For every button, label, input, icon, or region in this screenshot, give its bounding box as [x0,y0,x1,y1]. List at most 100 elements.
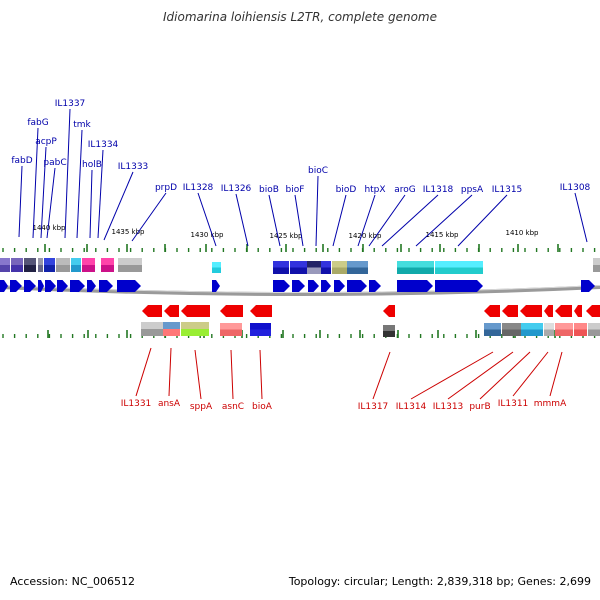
forward-label-leader [457,194,508,247]
forward-gene-arrow [581,280,595,292]
forward-feature-box [38,258,43,265]
reverse-feature-box [502,329,521,336]
backbone-highlight [0,285,600,293]
forward-feature-box [212,267,221,273]
forward-feature-box [0,265,10,272]
forward-gene-arrow [70,280,85,292]
forward-label-leader [89,169,93,239]
forward-gene-arrow [38,280,44,292]
reverse-gene-arrow [181,305,210,317]
reverse-feature-box [141,322,163,329]
reverse-label-leader [194,349,202,400]
reverse-label-leader [549,351,563,397]
forward-label-leader [76,129,83,239]
forward-gene-arrow [292,280,305,292]
gene-label-mmma: mmmA [534,399,567,409]
gene-label-biod: bioD [336,185,357,195]
reverse-feature-box [574,323,587,330]
forward-label-leader [103,171,134,241]
reverse-label-leader [372,351,391,400]
forward-gene-arrows [0,280,595,292]
forward-feature-box [56,265,70,272]
forward-gene-arrow [273,280,290,292]
gene-label-fabd: fabD [11,156,32,166]
forward-gene-arrow [397,280,433,292]
forward-feature-box [593,265,600,272]
reverse-feature-box [544,323,554,330]
reverse-gene-arrow [520,305,542,317]
forward-feature-box [397,267,434,274]
forward-label-leader [268,194,281,247]
genome-info-label: Topology: circular; Length: 2,839,318 bp… [288,575,591,588]
forward-feature-box [290,267,307,274]
forward-gene-arrow [57,280,68,292]
page-title: Idiomarina loihiensis L2TR, complete gen… [162,10,437,24]
gene-label-il1311: IL1311 [498,399,529,409]
reverse-feature-box [484,323,501,330]
reverse-feature-box [163,329,180,336]
gene-label-il1315: IL1315 [492,185,523,195]
reverse-gene-arrow [555,305,572,317]
forward-feature-box [44,258,55,265]
forward-gene-arrow [308,280,319,292]
reverse-feature-box [181,329,209,336]
reverse-feature-box [250,329,271,336]
forward-feature-box [290,261,307,268]
forward-feature-box [347,261,368,268]
forward-feature-box [435,267,483,274]
forward-label-leader [64,108,71,239]
forward-feature-box [101,265,114,272]
reverse-feature-box [383,331,395,337]
forward-label-leader [131,192,167,242]
reverse-feature-box [250,323,271,330]
tick-label: 1425 kbp [270,232,304,240]
reverse-label-leader [230,349,234,400]
forward-label-leader [197,192,217,247]
forward-label-leader [294,194,304,247]
reverse-feature-box [484,329,501,336]
reverse-gene-arrow [250,305,272,317]
forward-feature-box [212,262,221,268]
reverse-feature-box [181,322,209,329]
forward-gene-arrow [99,280,113,292]
forward-feature-box [24,258,36,265]
gene-label-il1326: IL1326 [221,184,252,194]
reverse-feature-box [383,325,395,331]
gene-label-il1317: IL1317 [358,402,389,412]
forward-feature-box [11,265,23,272]
forward-feature-box [397,261,434,268]
gene-label-fabg: fabG [27,118,48,128]
tick-label: 1435 kbp [112,228,146,236]
gene-label-il1337: IL1337 [55,99,86,109]
forward-label-leader [18,165,23,238]
gene-label-pabc: pabC [43,158,66,168]
tick-label: 1420 kbp [349,232,383,240]
reverse-feature-box [574,329,587,336]
reverse-gene-arrows [142,305,600,317]
gene-label-purb: purB [469,402,490,412]
forward-label-leader [332,194,347,247]
forward-gene-arrow [24,280,36,292]
gene-label-il1308: IL1308 [560,183,591,193]
reverse-gene-arrow [586,305,600,317]
genome-backbone [0,285,600,296]
tick-label: 1415 kbp [426,231,460,239]
reverse-label-leader [479,351,531,400]
gene-label-htpx: htpX [364,185,385,195]
tick-label: 1430 kbp [191,231,225,239]
reverse-gene-arrow [220,305,243,317]
forward-label-leader [32,127,39,239]
forward-feature-box [332,261,347,268]
reverse-gene-arrow [383,305,395,317]
gene-label-holb: holB [82,160,102,170]
forward-feature-box [118,265,142,272]
gene-label-il1318: IL1318 [423,185,454,195]
gene-label-biof: bioF [286,185,305,195]
forward-label-leader [46,167,56,239]
forward-label-leader [235,193,249,247]
forward-label-leader [315,175,319,247]
reverse-feature-box [220,323,242,330]
forward-label-leader [381,194,439,247]
